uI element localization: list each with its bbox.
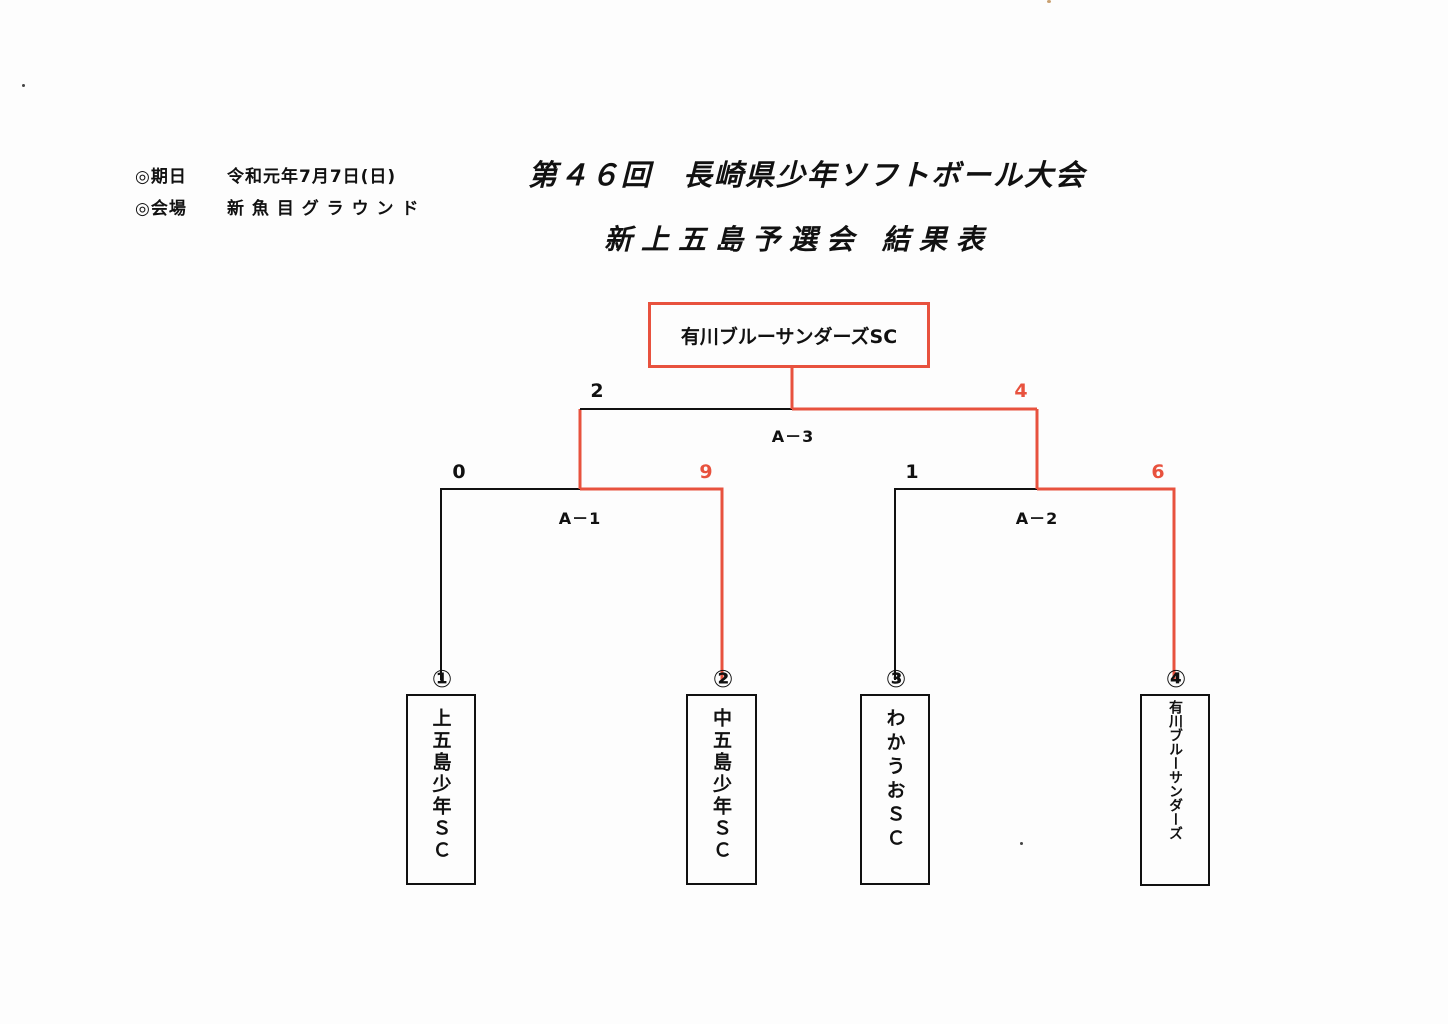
a1-right-score: 9 [699, 461, 713, 483]
team-name-1: 上五島少年ＳＣ [429, 708, 452, 862]
seed-2: ② [712, 665, 734, 693]
team-name-2: 中五島少年ＳＣ [710, 708, 732, 862]
scan-speck [22, 84, 25, 87]
team-box-4: 有川ブルーサンダーズ [1140, 694, 1210, 886]
a1-left-score: 0 [452, 461, 466, 483]
seed-1: ① [431, 665, 453, 693]
a2-left-score: 1 [905, 461, 919, 483]
seed-3: ③ [885, 665, 907, 693]
match-label-a2: A－2 [1015, 509, 1059, 528]
results-subtitle: 新上五島予選会 結果表 [604, 223, 993, 256]
bracket-line-team1 [440, 488, 580, 680]
seed-4: ④ [1165, 665, 1187, 693]
date-value: 令和元年7月7日(日) [227, 167, 397, 187]
team-box-3: わかうおＳＣ [860, 694, 930, 885]
venue-value: 新 魚 目 グ ラ ウ ン ド [227, 199, 420, 219]
date-row: ◎期日 令和元年7月7日(日) [135, 162, 395, 187]
scan-speck [1020, 842, 1023, 845]
champion-box: 有川ブルーサンダーズSC [648, 302, 930, 368]
team-box-2: 中五島少年ＳＣ [686, 694, 757, 885]
bracket-line-team4 [1037, 487, 1176, 680]
venue-label: ◎会場 [135, 199, 187, 219]
match-label-a1: A－1 [558, 509, 602, 528]
a3-left-score: 2 [590, 380, 604, 402]
team-box-1: 上五島少年ＳＣ [406, 694, 476, 885]
match-label-a3: A－3 [771, 427, 815, 446]
bracket-line-team2 [580, 487, 724, 680]
a3-right-score: 4 [1014, 380, 1028, 402]
date-label: ◎期日 [135, 167, 187, 187]
venue-row: ◎会場 新 魚 目 グ ラ ウ ン ド [135, 194, 418, 219]
team-name-3: わかうおＳＣ [883, 708, 906, 852]
bracket-line-team3 [894, 488, 1037, 680]
tournament-title: 第４６回 長崎県少年ソフトボール大会 [528, 158, 1087, 192]
champion-name: 有川ブルーサンダーズSC [680, 325, 898, 348]
scan-speck [1047, 0, 1051, 3]
a2-right-score: 6 [1151, 461, 1165, 483]
team-name-4: 有川ブルーサンダーズ [1167, 700, 1183, 840]
